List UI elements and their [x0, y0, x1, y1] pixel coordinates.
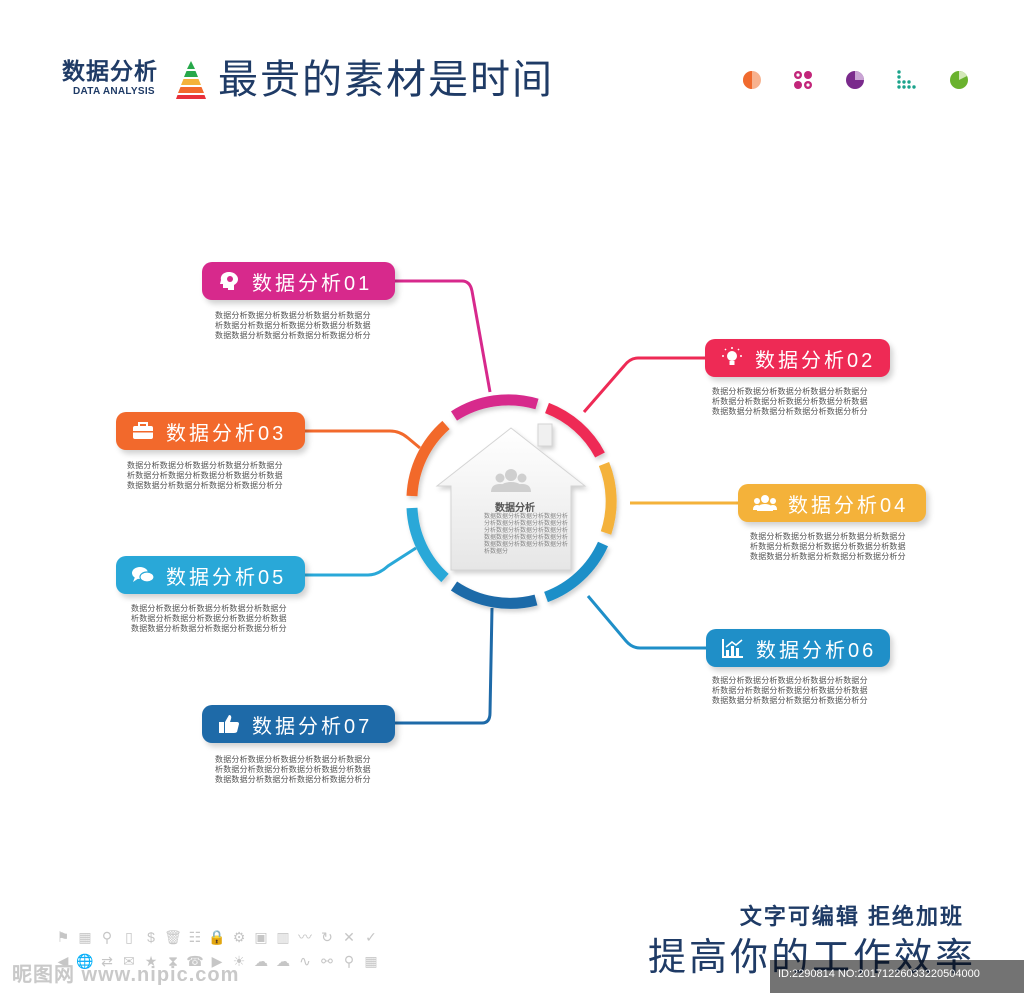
preview-glyph-icon: 🌐 — [76, 952, 94, 969]
preview-glyph-icon: ☎ — [186, 952, 204, 969]
item-02-description: 数据分析数据分析数据分析数据分析数据分析数据分析数据分析数据分析数据分析数据数据… — [712, 387, 868, 416]
ring-segment-05 — [406, 507, 449, 583]
preview-glyph-icon: ▯ — [125, 928, 133, 945]
connector-06 — [586, 595, 706, 650]
item-04-label: 数据分析04 — [788, 494, 909, 517]
item-05-pill: 数据分析05 — [116, 556, 305, 594]
ring-segment-04 — [598, 461, 617, 535]
ring-segment-02 — [544, 402, 605, 458]
preview-glyph-icon: ✓ — [365, 928, 377, 945]
item-04-description: 数据分析数据分析数据分析数据分析数据分析数据分析数据分析数据分析数据分析数据数据… — [750, 532, 906, 561]
icon-row-1: ⚑ ▦ ⚲ ▯ $ 🗑 ☷ 🔒 ⚙ ▣ ▥ 〰 ↻ ✕ ✓ — [54, 925, 394, 949]
thumbs-up-icon — [216, 713, 242, 735]
item-03-label: 数据分析03 — [166, 422, 287, 445]
item-06-label: 数据分析06 — [756, 639, 877, 662]
preview-glyph-icon: ⚑ — [56, 928, 70, 945]
watermark-id: ID:2290814 NO:20171226033220504000 — [778, 968, 980, 980]
ring-segment-03 — [406, 420, 450, 497]
preview-glyph-icon: ✉ — [123, 952, 135, 969]
preview-glyph-icon: ⚲ — [101, 928, 113, 945]
ring-segment-06 — [543, 541, 609, 603]
item-07-label: 数据分析07 — [252, 715, 373, 738]
watermark-bar — [770, 960, 1024, 993]
item-01-label: 数据分析01 — [252, 272, 373, 295]
preview-glyph-icon: ☁ — [254, 952, 268, 969]
footer-tagline: 文字可编辑 拒绝加班 — [739, 904, 964, 929]
ring-segment-07 — [450, 581, 538, 609]
preview-glyph-icon: ⧗ — [168, 952, 178, 969]
preview-glyph-icon: ⇄ — [101, 952, 113, 969]
preview-glyph-icon: 🗑 — [164, 928, 182, 945]
brand-title: 数据分析 — [62, 58, 158, 84]
preview-glyph-icon: ▦ — [364, 952, 378, 969]
preview-glyph-icon: ▥ — [276, 928, 290, 945]
icon-set-preview: ⚑ ▦ ⚲ ▯ $ 🗑 ☷ 🔒 ⚙ ▣ ▥ 〰 ↻ ✕ ✓ ◀ 🌐 ⇄ ✉ ★ ⧗ ☎ ▶ ☀ ☁ ☁ ∿ ⚯ ⚲ ▦ — [54, 925, 394, 973]
item-05-label: 数据分析05 — [166, 566, 287, 589]
item-03-description: 数据分析数据分析数据分析数据分析数据分析数据分析数据分析数据分析数据分析数据数据… — [127, 461, 283, 490]
item-07-description: 数据分析数据分析数据分析数据分析数据分析数据分析数据分析数据分析数据分析数据数据… — [215, 755, 371, 784]
icon-row-2: ◀ 🌐 ⇄ ✉ ★ ⧗ ☎ ▶ ☀ ☁ ☁ ∿ ⚯ ⚲ ▦ — [54, 949, 394, 973]
preview-glyph-icon: ◀ — [57, 952, 69, 969]
briefcase-icon — [130, 420, 156, 442]
ring-segment-01 — [451, 394, 539, 421]
preview-glyph-icon: ☁ — [276, 952, 290, 969]
bar-chart-icon — [720, 637, 746, 659]
chat-bubbles-icon — [130, 564, 156, 586]
preview-glyph-icon: 〰 — [298, 929, 312, 945]
preview-glyph-icon: $ — [147, 929, 155, 945]
preview-glyph-icon: ↻ — [321, 928, 333, 945]
house-shape — [435, 423, 587, 571]
house-title: 数据分析 — [495, 503, 535, 514]
brand-block: 数据分析 DATA ANALYSIS — [62, 58, 158, 97]
users-icon — [752, 492, 778, 514]
connector-05 — [305, 546, 417, 577]
item-06-description: 数据分析数据分析数据分析数据分析数据分析数据分析数据分析数据分析数据分析数据数据… — [712, 676, 868, 705]
preview-glyph-icon: ☀ — [232, 952, 246, 969]
item-02-label: 数据分析02 — [755, 349, 876, 372]
preview-glyph-icon: ⚙ — [232, 928, 246, 945]
house-body-text: 数据数据分析数据分析数据分析 分析数据分析数据分析数据分析 分析数据分析数据分析… — [484, 514, 569, 555]
item-01-description: 数据分析数据分析数据分析数据分析数据分析数据分析数据分析数据分析数据分析数据数据… — [215, 311, 371, 340]
preview-glyph-icon: ★ — [144, 952, 158, 969]
preview-glyph-icon: ☷ — [188, 928, 202, 945]
connector-03 — [305, 429, 421, 450]
preview-glyph-icon: ✕ — [343, 928, 355, 945]
item-01-pill: 数据分析01 — [202, 262, 395, 300]
dot-chart-icon — [897, 70, 916, 89]
preview-glyph-icon: 🔒 — [208, 928, 226, 945]
preview-glyph-icon: ▦ — [78, 928, 92, 945]
preview-glyph-icon: ⚲ — [343, 952, 355, 969]
item-06-pill: 数据分析06 — [706, 629, 890, 667]
brand-subtitle: DATA ANALYSIS — [73, 86, 155, 97]
connector-02 — [582, 356, 705, 413]
item-05-description: 数据分析数据分析数据分析数据分析数据分析数据分析数据分析数据分析数据分析数据数据… — [131, 604, 287, 633]
item-07-pill: 数据分析07 — [202, 705, 395, 743]
pie-slice-icon — [950, 71, 968, 89]
preview-glyph-icon: ▶ — [211, 952, 223, 969]
connector-01 — [395, 279, 492, 393]
item-03-pill: 数据分析03 — [116, 412, 305, 450]
grid-dots-icon — [794, 71, 812, 89]
house-users-icon — [491, 469, 531, 492]
lightbulb-icon — [719, 347, 745, 369]
slogan: 最贵的素材是时间 — [218, 57, 554, 103]
pie-quarter-icon — [846, 71, 864, 89]
connector-07 — [395, 607, 494, 725]
pyramid-logo-icon — [176, 61, 206, 99]
preview-glyph-icon: ▣ — [254, 928, 268, 945]
preview-glyph-icon: ∿ — [299, 952, 311, 969]
preview-glyph-icon: ⚯ — [321, 952, 333, 969]
item-04-pill: 数据分析04 — [738, 484, 926, 522]
item-02-pill: 数据分析02 — [705, 339, 890, 377]
pie-half-icon — [743, 71, 761, 89]
brain-gear-icon — [216, 270, 242, 292]
watermark-left: 昵图网 www.nipic.com — [12, 964, 240, 986]
